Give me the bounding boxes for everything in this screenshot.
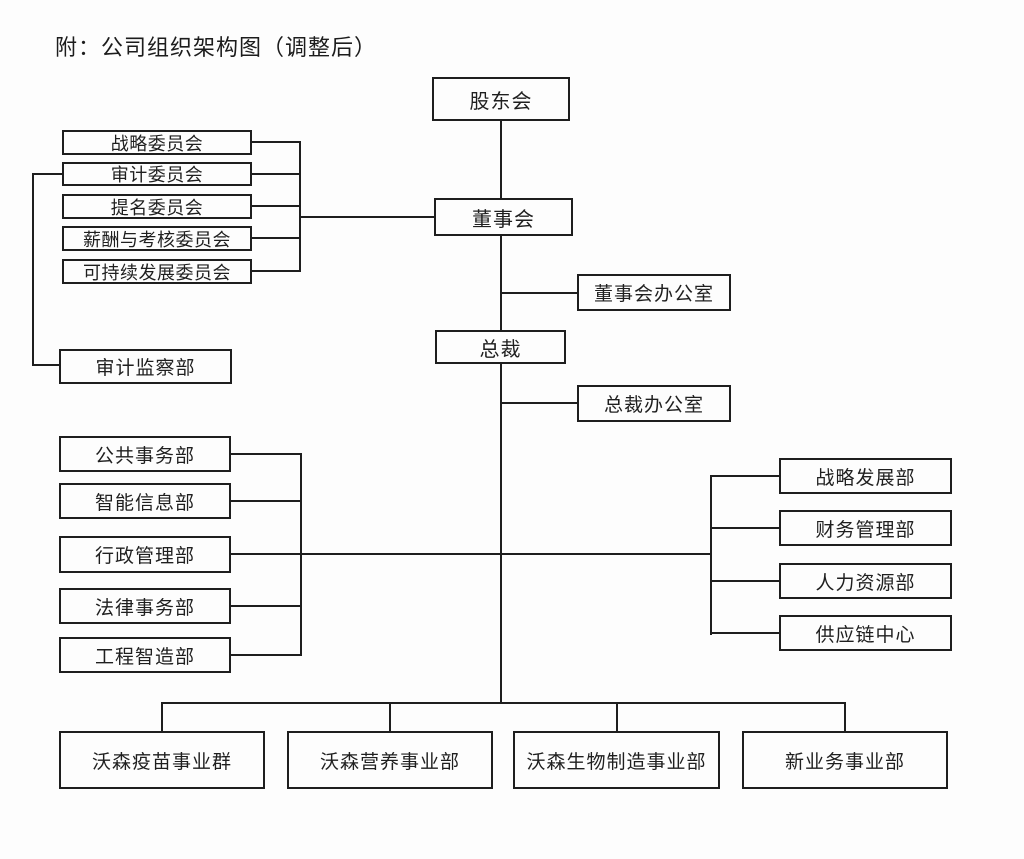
- connector-biomanufacturing-drop: [616, 702, 618, 731]
- connector-board-president: [500, 236, 502, 331]
- org-node-public-affairs-dept: 公共事务部: [59, 436, 231, 472]
- page-title: 附：公司组织架构图（调整后）: [55, 35, 378, 60]
- connector-nomination-committee-stub: [252, 205, 301, 207]
- connector-audit-supervision-stub: [32, 364, 59, 366]
- org-node-biomanufacturing-division: 沃森生物制造事业部: [513, 731, 720, 789]
- org-node-president: 总裁: [435, 330, 566, 364]
- connector-strategic-dev-stub: [712, 475, 779, 477]
- connector-nutrition-drop: [389, 702, 391, 731]
- connector-finance-mgmt-stub: [712, 527, 779, 529]
- connector-right-dept-bus: [710, 475, 712, 635]
- connector-audit-left-stub: [32, 173, 62, 175]
- org-node-remuneration-committee: 薪酬与考核委员会: [62, 226, 252, 251]
- org-node-sustainability-committee: 可持续发展委员会: [62, 259, 252, 284]
- connector-shareholders-board: [500, 121, 502, 198]
- org-node-intelligent-info-dept: 智能信息部: [59, 483, 231, 519]
- connector-supply-chain-stub: [712, 632, 779, 634]
- org-node-admin-mgmt-dept: 行政管理部: [59, 536, 231, 573]
- connector-board-office-stub: [501, 292, 577, 294]
- org-node-strategy-committee: 战略委员会: [62, 130, 252, 155]
- connector-remuneration-committee-stub: [252, 237, 301, 239]
- connector-hr-stub: [712, 580, 779, 582]
- org-node-strategic-dev-dept: 战略发展部: [779, 458, 952, 494]
- org-node-new-business-division: 新业务事业部: [742, 731, 948, 789]
- connector-intelligent-info-stub: [231, 500, 300, 502]
- org-node-supply-chain-center: 供应链中心: [779, 615, 952, 651]
- org-node-hr-dept: 人力资源部: [779, 563, 952, 599]
- connector-audit-committee-stub: [252, 173, 301, 175]
- connector-public-affairs-stub: [231, 453, 300, 455]
- org-node-audit-committee: 审计委员会: [62, 162, 252, 186]
- connector-new-business-drop: [844, 702, 846, 731]
- connector-committees-board: [299, 216, 434, 218]
- connector-departments-cross: [231, 553, 711, 555]
- connector-sustainability-committee-stub: [252, 270, 301, 272]
- org-node-audit-supervision-dept: 审计监察部: [59, 349, 232, 384]
- connector-engineering-mfg-stub: [231, 654, 300, 656]
- connector-vaccine-group-drop: [161, 702, 163, 731]
- org-node-engineering-mfg-dept: 工程智造部: [59, 637, 231, 673]
- org-node-nomination-committee: 提名委员会: [62, 194, 252, 219]
- org-node-board: 董事会: [434, 198, 573, 236]
- connector-audit-drop: [32, 173, 34, 366]
- org-node-legal-affairs-dept: 法律事务部: [59, 588, 231, 624]
- org-node-nutrition-division: 沃森营养事业部: [287, 731, 493, 789]
- connector-business-units-bus: [161, 702, 846, 704]
- connector-legal-affairs-stub: [231, 605, 300, 607]
- connector-strategy-committee-stub: [252, 141, 301, 143]
- org-node-board-office: 董事会办公室: [577, 274, 731, 311]
- connector-president-office-stub: [501, 402, 577, 404]
- org-node-president-office: 总裁办公室: [577, 385, 731, 422]
- org-node-finance-mgmt-dept: 财务管理部: [779, 510, 952, 546]
- org-node-shareholders: 股东会: [432, 77, 570, 121]
- connector-president-trunk: [500, 364, 502, 704]
- org-node-vaccine-group: 沃森疫苗事业群: [59, 731, 265, 789]
